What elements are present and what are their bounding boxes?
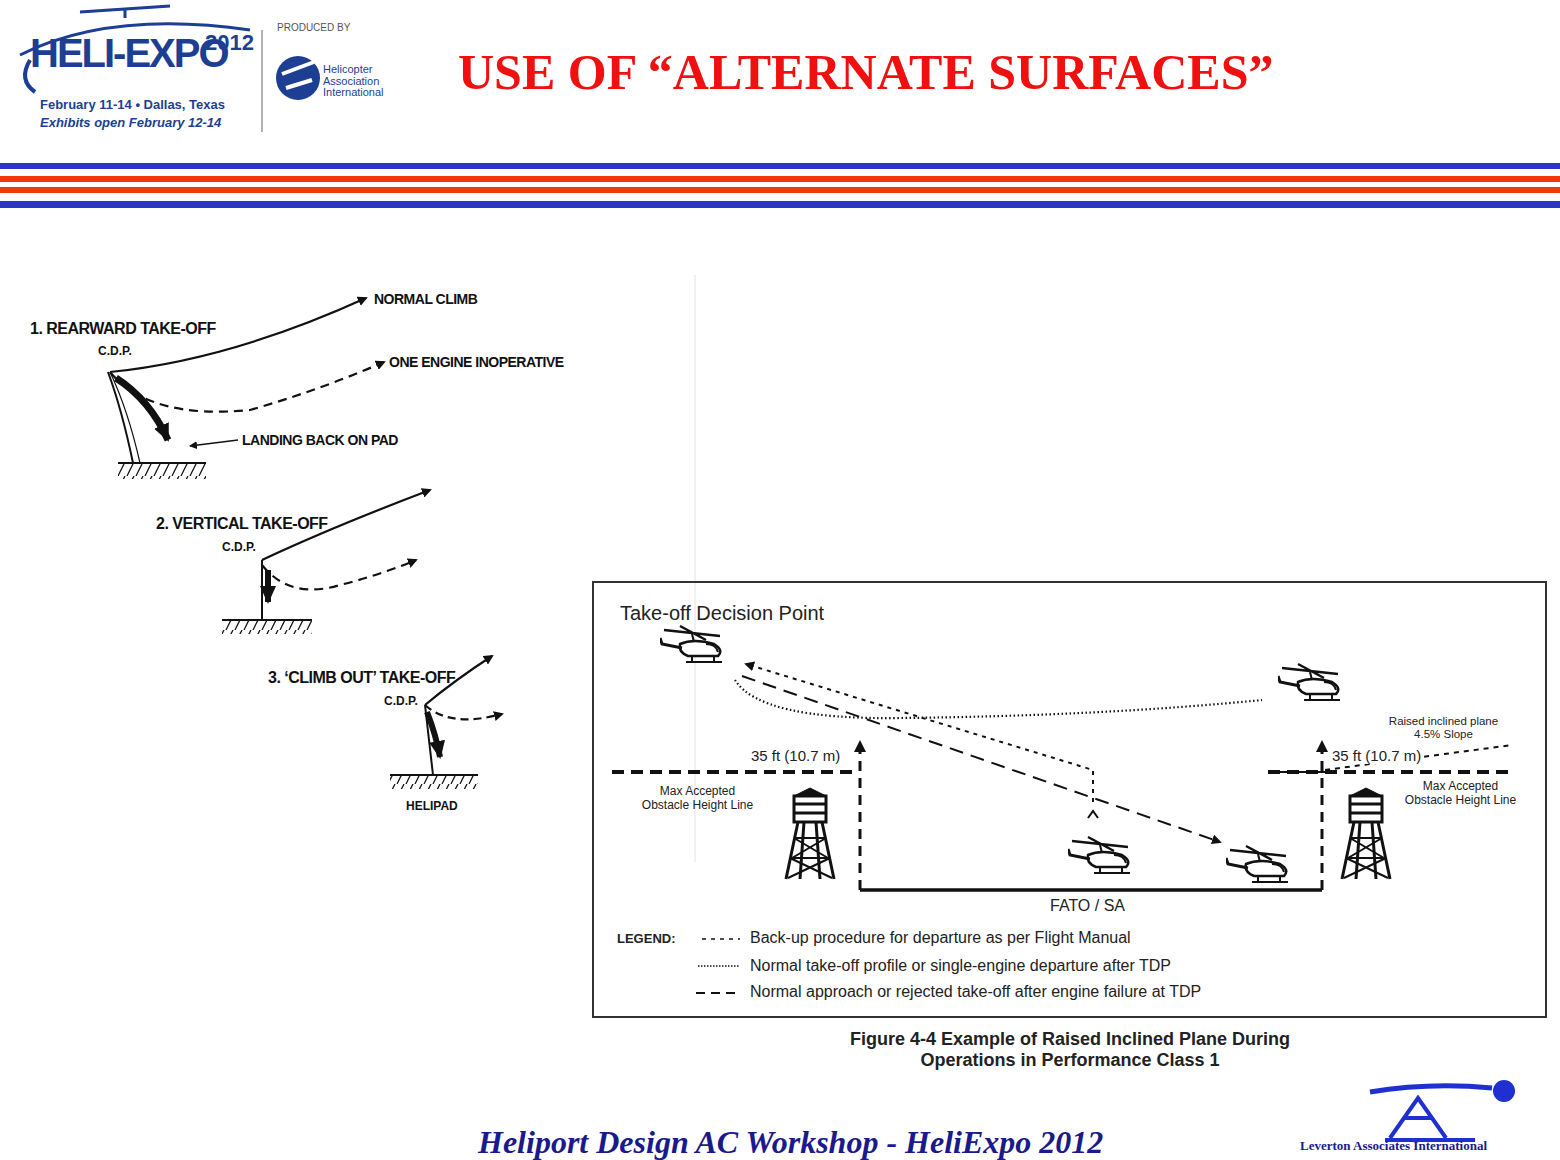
producer-label: PRODUCED BY <box>277 22 350 34</box>
cdp-label: C.D.P. <box>222 541 256 555</box>
dimension: 35 ft (10.7 m) <box>751 747 840 764</box>
cdp-label: C.D.P. <box>98 345 132 359</box>
takeoff-profiles <box>108 298 502 789</box>
dimension: 35 ft (10.7 m) <box>1330 747 1423 764</box>
profile-label: LANDING BACK ON PAD <box>242 432 398 448</box>
profile-label: NORMAL CLIMB <box>374 291 477 307</box>
cdp-label: C.D.P. <box>384 695 418 709</box>
legend-text: Normal take-off profile or single-engine… <box>750 957 1171 975</box>
legend-text: Back-up procedure for departure as per F… <box>750 929 1131 947</box>
profile-label: ONE ENGINE INOPERATIVE <box>389 354 564 370</box>
raised-inclined-plane-figure <box>612 626 1512 993</box>
figure-label: Take-off Decision Point <box>620 602 824 625</box>
event-note: Exhibits open February 12-14 <box>40 116 221 131</box>
plane-label: Raised inclined plane 4.5% Slope <box>1376 715 1511 741</box>
footer-text: Heliport Design AC Workshop - HeliExpo 2… <box>478 1124 1103 1160</box>
area-label: FATO / SA <box>1050 897 1125 915</box>
legend-text: Normal approach or rejected take-off aft… <box>750 983 1201 1001</box>
heli-expo-logo <box>20 6 320 132</box>
leverton-logo <box>1370 1080 1515 1140</box>
figure-frame <box>593 582 1546 1017</box>
logo-year: 2012 <box>205 30 254 55</box>
header-stripes <box>0 163 1560 208</box>
figure-caption: Figure 4-4 Example of Raised Inclined Pl… <box>820 1029 1320 1070</box>
profile-title: 2. VERTICAL TAKE-OFF <box>156 515 328 533</box>
legend-heading: LEGEND: <box>617 932 676 947</box>
event-dates: February 11-14 • Dallas, Texas <box>40 98 225 113</box>
pad-label: HELIPAD <box>406 800 458 814</box>
profile-title: 1. REARWARD TAKE-OFF <box>30 320 216 338</box>
obstacle-line-label: Max Accepted Obstacle Height Line <box>635 785 760 813</box>
slide-title: USE OF “ALTERNATE SURFACES” <box>458 44 1273 102</box>
producer-name: Helicopter Association International <box>323 64 403 99</box>
profile-title: 3. ‘CLIMB OUT’ TAKE-OFF <box>268 669 455 687</box>
obstacle-line-label: Max Accepted Obstacle Height Line <box>1398 780 1523 808</box>
logo-text: HELI-EXPO <box>30 30 228 76</box>
company-name: Leverton Associates International <box>1300 1139 1487 1154</box>
